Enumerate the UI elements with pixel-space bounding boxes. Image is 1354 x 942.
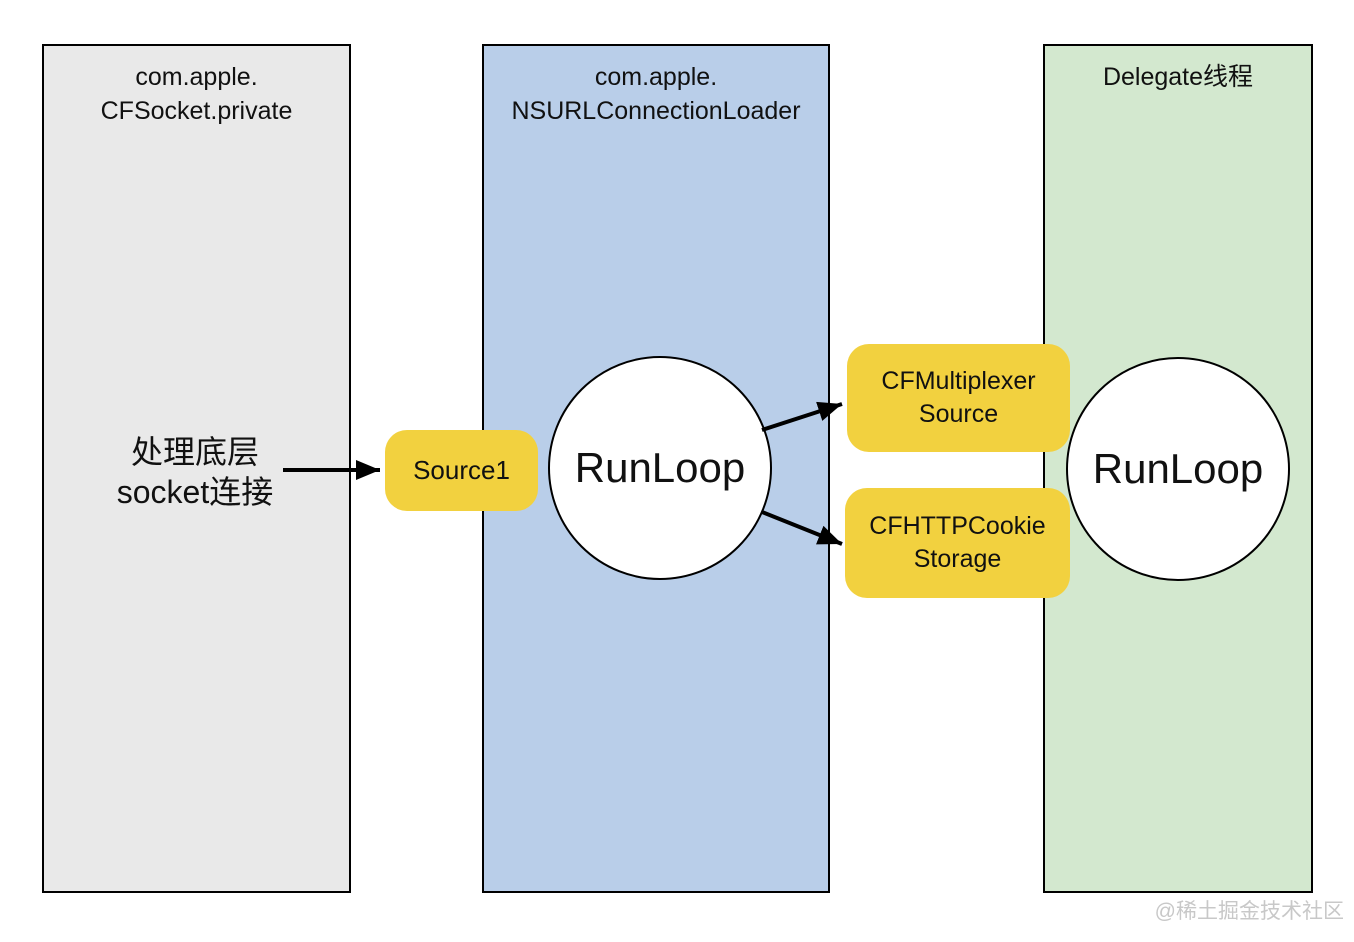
thread-lane-cfsocket-title-line2: CFSocket.private xyxy=(100,97,293,125)
runloop-circle-delegate: RunLoop xyxy=(1066,357,1290,581)
thread-lane-cfsocket-title: com.apple. CFSocket.private xyxy=(44,60,349,128)
node-cfhttpcookie-storage-line2: Storage xyxy=(913,545,1002,573)
thread-lane-nsurlconnectionloader-title: com.apple. NSURLConnectionLoader xyxy=(484,60,828,128)
node-source1: Source1 xyxy=(385,430,538,511)
socket-note-line2: socket连接 xyxy=(116,474,274,510)
node-cfmultiplexer-source-line2: Source xyxy=(918,400,999,428)
runloop-circle-loader-label: RunLoop xyxy=(574,444,746,491)
node-cfhttpcookie-storage-line1: CFHTTPCookie xyxy=(869,512,1046,540)
thread-lane-nsurlconnectionloader-title-line1: com.apple. xyxy=(594,63,718,91)
node-source1-label: Source1 xyxy=(413,455,510,485)
watermark: @稀土掘金技术社区 xyxy=(1154,900,1344,923)
thread-lane-cfsocket-title-line1: com.apple. xyxy=(135,63,258,91)
socket-note: 处理底层 socket连接 xyxy=(60,432,330,512)
node-cfmultiplexer-source: CFMultiplexer Source xyxy=(847,344,1070,452)
runloop-circle-loader: RunLoop xyxy=(548,356,772,580)
runloop-circle-delegate-label: RunLoop xyxy=(1092,445,1264,492)
node-cfmultiplexer-source-line1: CFMultiplexer xyxy=(881,367,1036,395)
socket-note-line1: 处理底层 xyxy=(130,434,259,470)
thread-lane-nsurlconnectionloader-title-line2: NSURLConnectionLoader xyxy=(511,97,801,125)
thread-lane-delegate-title: Delegate线程 xyxy=(1102,63,1254,91)
node-cfhttpcookie-storage: CFHTTPCookie Storage xyxy=(845,488,1070,598)
